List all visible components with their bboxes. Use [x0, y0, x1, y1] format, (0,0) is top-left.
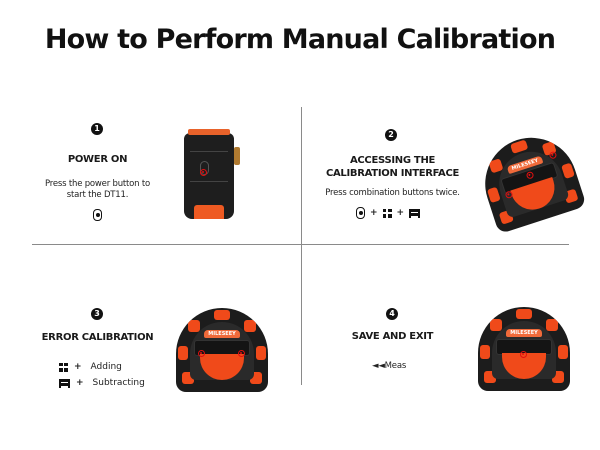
device-front-view-image: MILESEEY [176, 308, 268, 392]
step-number-badge: 2 [385, 129, 397, 141]
unit-button-icon [409, 208, 421, 218]
step-description: Press combination buttons twice. [325, 188, 460, 198]
power-button-icon [93, 209, 102, 221]
grid-button-icon [382, 208, 392, 218]
step-title: ERROR CALIBRATION [41, 332, 154, 343]
button-combination: + + [356, 207, 421, 219]
meas-button-label: ◄◄Meas [372, 361, 407, 371]
grid-button-icon [59, 362, 68, 372]
highlight-marker-icon [520, 351, 527, 358]
step-number-badge: 3 [91, 308, 103, 320]
power-button-icon [356, 207, 365, 219]
step-title: SAVE AND EXIT [351, 331, 434, 342]
legend-adding: + Adding [59, 362, 122, 372]
device-angled-view-image: MILESEEY [473, 125, 587, 235]
step-title: ACCESSING THE CALIBRATION INTERFACE [325, 155, 460, 179]
horizontal-divider [32, 244, 569, 245]
step-number-badge: 1 [91, 123, 103, 135]
unit-button-icon [59, 378, 70, 388]
device-side-view-image [184, 129, 240, 219]
vertical-divider [301, 107, 302, 385]
highlight-marker-icon [198, 350, 205, 357]
icon-row [93, 209, 102, 221]
highlight-marker-icon [238, 350, 245, 357]
page-title: How to Perform Manual Calibration [44, 24, 556, 55]
step-title: POWER ON [67, 154, 128, 165]
step-description: Press the power button to start the DT11… [45, 179, 150, 200]
legend-subtracting: + Subtracting [59, 378, 145, 388]
highlight-marker-icon [200, 169, 207, 176]
step-number-badge: 4 [386, 308, 398, 320]
device-front-view-image: MILESEEY [478, 307, 570, 391]
